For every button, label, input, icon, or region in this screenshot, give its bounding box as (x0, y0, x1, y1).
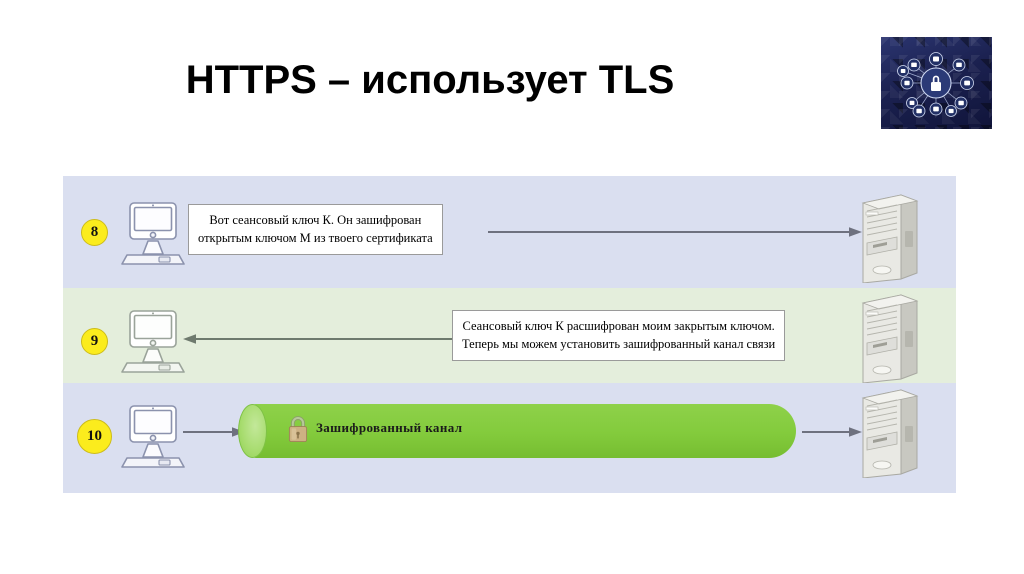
padlock-icon (288, 416, 308, 443)
arrow-client-to-server-step-8 (488, 227, 862, 237)
arrow-channel-to-server-step-10 (802, 427, 862, 437)
server-tower-icon (861, 194, 919, 283)
tls-handshake-diagram: 8 Вот сеансовый ключ К. Он зашифрован от… (63, 176, 956, 493)
page-title: HTTPS – использует TLS (185, 58, 675, 102)
arrow-client-to-channel-step-10 (183, 427, 245, 437)
server-tower-icon (861, 294, 919, 383)
step-badge-9: 9 (81, 328, 108, 355)
step-badge-10: 10 (77, 419, 112, 454)
channel-body (252, 404, 796, 458)
desktop-computer-icon (121, 202, 185, 265)
thumbnail-icon-network (897, 52, 974, 118)
channel-label: Зашифрованный канал (316, 420, 463, 435)
message-line: Теперь мы можем установить зашифрованный… (462, 337, 776, 352)
message-box-step-8: Вот сеансовый ключ К. Он зашифрован откр… (188, 204, 443, 256)
server-tower-icon (861, 389, 919, 478)
channel-end-cap (238, 404, 267, 458)
message-line: Сеансовый ключ К расшифрован моим закрыт… (462, 319, 775, 333)
message-box-step-9: Сеансовый ключ К расшифрован моим закрыт… (452, 310, 786, 362)
message-line: Вот сеансовый ключ К. Он зашифрован (209, 213, 422, 227)
message-line: открытым ключом М из твоего сертификата (198, 231, 433, 246)
desktop-computer-icon (121, 405, 185, 468)
security-network-padlock-thumbnail (881, 37, 992, 129)
arrow-server-to-client-step-9 (183, 334, 453, 344)
desktop-computer-icon (121, 310, 185, 373)
step-badge-8: 8 (81, 219, 108, 246)
encrypted-channel-tube: Зашифрованный канал (238, 404, 796, 458)
